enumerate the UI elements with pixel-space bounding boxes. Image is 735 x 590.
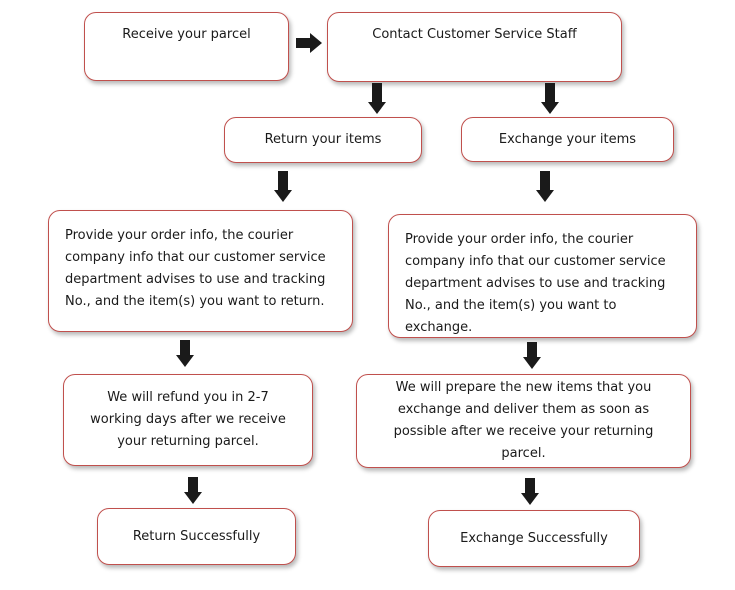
exchange-items-box: Exchange your items [461, 117, 674, 162]
prepare-box: We will prepare the new items that you e… [356, 374, 691, 468]
receive-parcel-text: Receive your parcel [122, 27, 251, 42]
exchange-success-box: Exchange Successfully [428, 510, 640, 567]
exchange-items-text: Exchange your items [498, 131, 637, 147]
down-arrow-icon [541, 83, 559, 115]
down-arrow-icon [523, 342, 541, 370]
refund-text: We will refund you in 2-7 working days a… [90, 390, 286, 449]
exchange-info-box: Provide your order info, the courier com… [388, 214, 697, 338]
return-items-text: Return your items [264, 132, 382, 147]
return-items-box: Return your items [224, 117, 422, 163]
right-arrow-icon [296, 33, 322, 53]
return-info-box: Provide your order info, the courier com… [48, 210, 353, 332]
down-arrow-icon [184, 477, 202, 505]
return-success-text: Return Successfully [132, 528, 261, 544]
down-arrow-icon [536, 171, 554, 203]
receive-parcel-box: Receive your parcel [84, 12, 289, 81]
refund-box: We will refund you in 2-7 working days a… [63, 374, 313, 466]
contact-service-text: Contact Customer Service Staff [372, 27, 577, 42]
return-info-text: Provide your order info, the courier com… [65, 228, 326, 309]
prepare-text: We will prepare the new items that you e… [393, 380, 654, 461]
down-arrow-icon [368, 83, 386, 115]
down-arrow-icon [521, 478, 539, 506]
exchange-success-text: Exchange Successfully [460, 530, 608, 546]
exchange-info-text: Provide your order info, the courier com… [405, 232, 666, 335]
down-arrow-icon [274, 171, 292, 203]
down-arrow-icon [176, 340, 194, 368]
contact-service-box: Contact Customer Service Staff [327, 12, 622, 82]
return-success-box: Return Successfully [97, 508, 296, 565]
